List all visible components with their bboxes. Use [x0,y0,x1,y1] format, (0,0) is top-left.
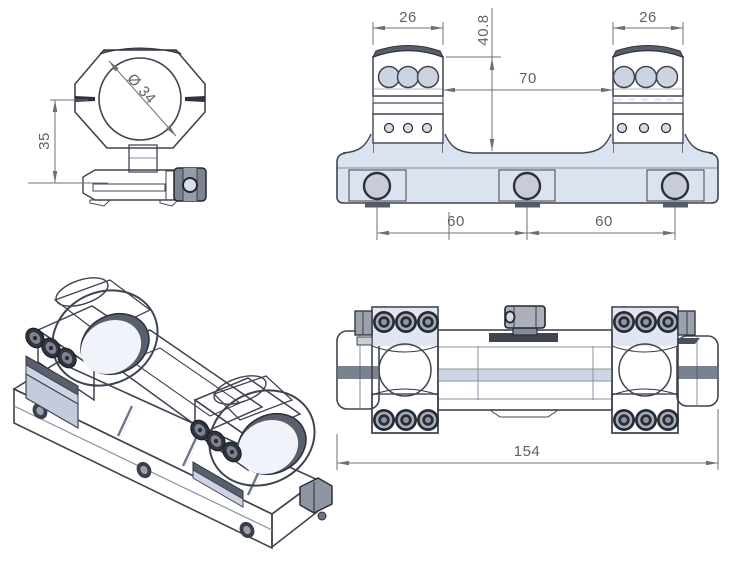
ring-cap-chamfer [371,45,445,58]
dim-text-screw-spacing-right: 60 [595,213,613,230]
screw-housing-left [348,169,407,202]
mount-front-view: 26 26 40.8 70 [336,8,719,240]
dim-text-screw-spacing-left: 60 [447,213,465,230]
top-left-end-band [338,366,378,379]
clamp-screw-left [362,171,392,201]
dim-left-ring-width: 26 [372,9,444,45]
iso-rear-ring-cap [213,375,267,405]
left-ring-post [342,45,474,154]
iso-rear-ring-outer [208,389,316,487]
screw-foot-right [663,202,688,208]
dim-overall-length: 154 [336,409,719,470]
dim-top-to-base-height: 40.8 [446,8,501,151]
cap-screw [396,65,420,89]
ring-body [74,49,206,149]
top-rail-groove [438,369,612,381]
ring-bottom-tab [128,144,158,173]
clamp-block [82,169,179,201]
top-clamp-bore [618,343,672,397]
clamp-screw-right [660,171,690,201]
top-clamp-dark-band [371,393,439,434]
top-nut-plate [489,333,558,342]
screw-foot-middle [515,202,540,208]
dim-ring-height: 35 [28,99,108,184]
mount-isometric-view [12,277,333,550]
top-clamp-bore [378,343,432,397]
clamp-screw-shaft [92,183,166,192]
screw-housing-middle [498,169,556,202]
iso-base-screws [32,402,255,539]
dim-text-left-ring-width: 26 [399,9,417,26]
cap-screw [377,65,401,89]
dim-text-ring-height: 35 [36,132,53,150]
ring-split-left [75,96,95,102]
top-rail-bottom-bump [488,409,560,418]
ring-front-view: Ø 34 35 [28,47,207,207]
top-nut-hole [504,310,516,324]
top-right-end-notch [677,338,700,344]
cap-screw [634,65,658,89]
iso-rear-ring [186,375,316,508]
top-right-clamp [611,306,696,434]
top-center-nut [489,305,558,342]
clamp-screw-middle [512,171,542,201]
nut-washer [165,170,175,201]
dim-text-overall-length: 154 [514,443,541,460]
cap-screw [612,65,636,89]
dim-text-right-ring-width: 26 [639,9,657,26]
dim-right-ring-width: 26 [612,9,684,45]
dim-text-inner-ring-spacing: 70 [519,70,537,87]
iso-front-ring-cap [55,277,109,307]
top-left-side-tab [356,336,373,346]
cap-screw [416,65,440,89]
iso-side-nut [299,477,333,521]
top-left-clamp [354,306,441,434]
mount-top-view: 154 [336,305,719,470]
ring-cap-chamfer [611,45,685,58]
hex-nut-hole [182,177,198,193]
screw-foot-left [365,202,390,208]
ring-top-chamfer [99,47,182,55]
dim-screw-spacing: 60 60 [376,206,676,240]
ring-split-right [185,96,205,102]
dim-text-top-to-base-height: 40.8 [475,14,492,45]
top-right-end-cap [676,335,719,407]
dim-bore-diameter: Ø 34 [108,60,177,137]
iso-front-ring-outer [51,289,159,387]
iso-rear-ring-bore [237,419,299,475]
iso-front-ring-bore [80,319,142,375]
screw-housing-right [646,169,705,202]
dim-text-bore-diameter: Ø 34 [123,70,159,107]
ring-bore [98,57,182,141]
clamp-foot-left [89,199,112,207]
iso-bridge-channel [128,347,242,417]
dim-inner-ring-spacing: 70 [443,70,613,93]
iso-front-ring [21,277,159,430]
top-clamp-dark-band [611,393,679,434]
ring-split-stripe [372,95,444,104]
right-ring-post [582,45,714,154]
cap-screw [655,65,679,89]
